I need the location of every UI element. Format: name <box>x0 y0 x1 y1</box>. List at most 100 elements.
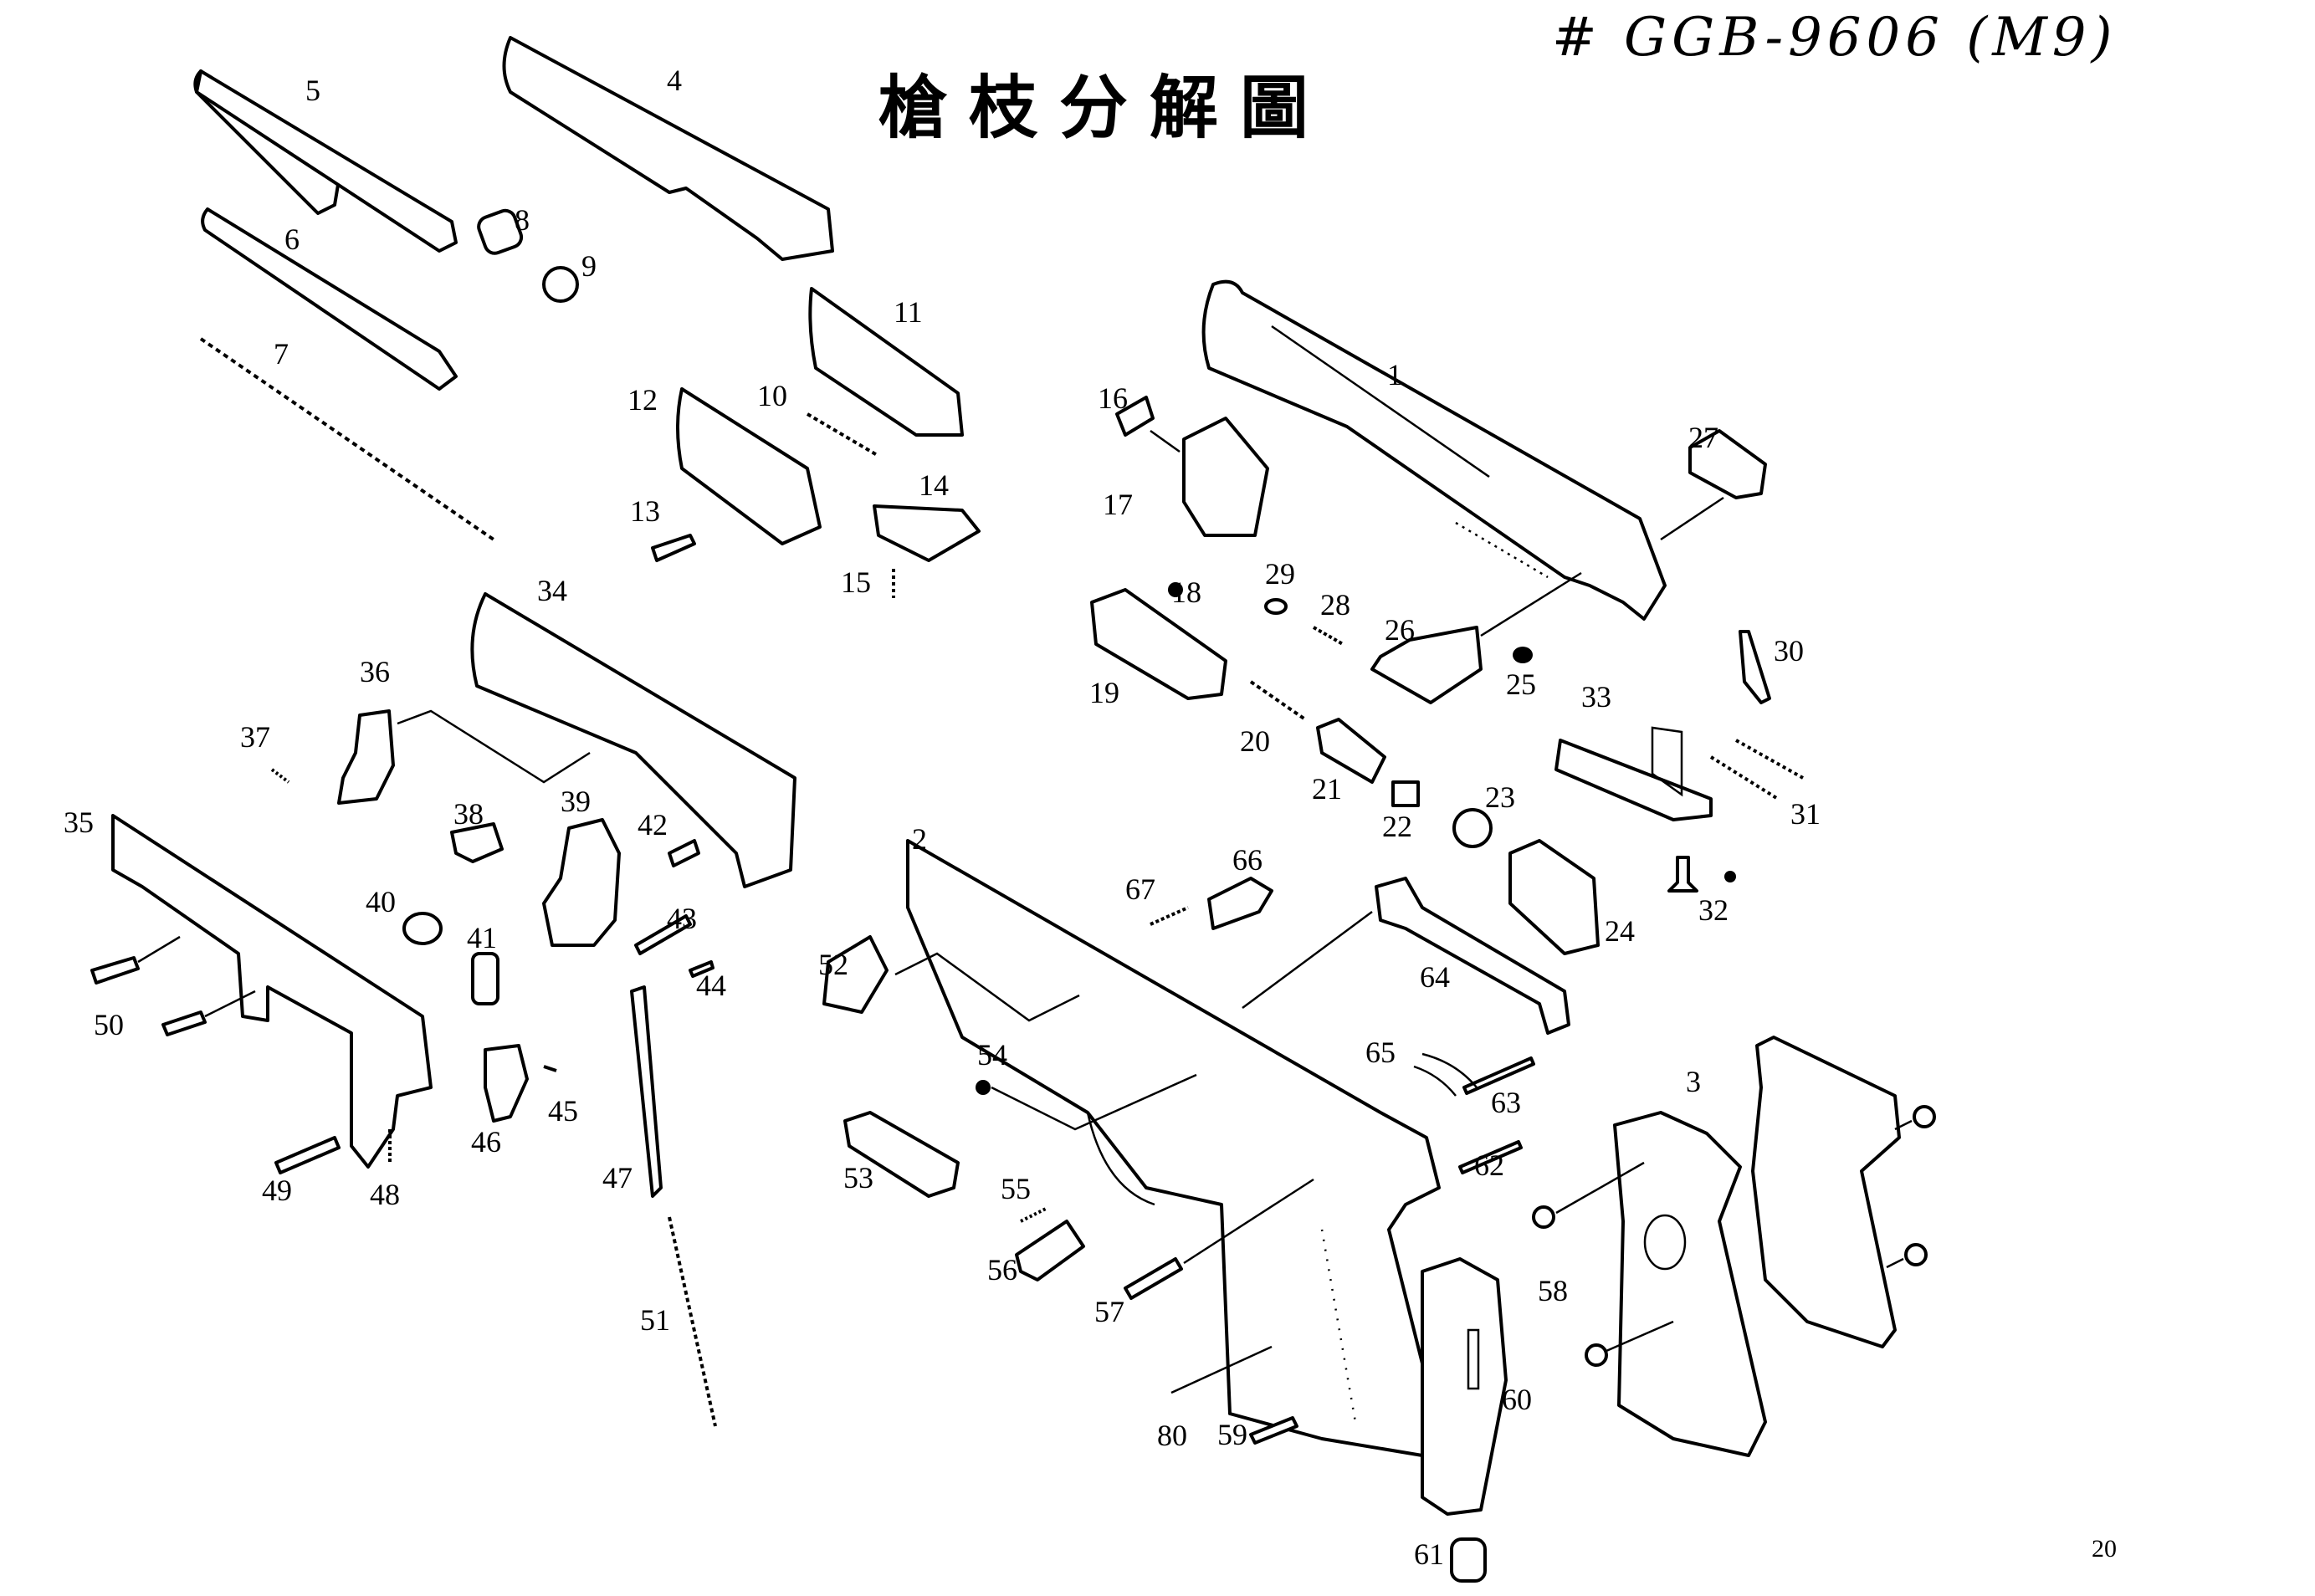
part-label-21: 21 <box>1312 772 1342 806</box>
part-61-magazine-base <box>1450 1537 1487 1583</box>
part-label-33: 33 <box>1581 680 1611 714</box>
part-label-41: 41 <box>467 921 497 954</box>
part-26-decocker <box>1370 626 1483 704</box>
part-29-plunger <box>1264 598 1288 615</box>
part-3-grip-left <box>1613 1111 1767 1457</box>
part-label-13: 13 <box>630 494 660 528</box>
part-44-pin <box>689 960 714 978</box>
part-49-screw <box>274 1136 341 1174</box>
part-label-51: 51 <box>640 1303 670 1337</box>
part-5-inner-barrel <box>193 69 458 253</box>
part-label-19: 19 <box>1089 676 1119 709</box>
part-34-hammer-housing <box>470 592 796 888</box>
part-label-47: 47 <box>602 1161 633 1194</box>
part-label-26: 26 <box>1385 613 1415 647</box>
part-59-pin <box>1249 1416 1298 1445</box>
part-label-44: 44 <box>696 969 726 1002</box>
part-28-spring <box>1313 626 1344 646</box>
part-label-3: 3 <box>1686 1065 1701 1098</box>
part-22-nut <box>1391 780 1420 807</box>
part-14-lever <box>873 504 981 562</box>
part-31-springs <box>1709 739 1804 801</box>
part-label-38: 38 <box>453 797 484 831</box>
part-label-16: 16 <box>1098 381 1128 415</box>
part-23-ring <box>1452 808 1493 848</box>
part-label-31: 31 <box>1790 797 1821 831</box>
part-label-36: 36 <box>360 655 390 688</box>
part-label-23: 23 <box>1485 780 1515 814</box>
part-label-20: 20 <box>1240 724 1270 758</box>
part-2-frame <box>906 839 1441 1457</box>
part-label-56: 56 <box>987 1253 1017 1287</box>
part-20-spring <box>1249 680 1307 721</box>
part-label-57: 57 <box>1094 1295 1124 1328</box>
part-57-screw <box>1124 1257 1183 1300</box>
part-33-bracket <box>1554 726 1713 821</box>
part-label-10: 10 <box>757 379 787 412</box>
part-label-45: 45 <box>548 1094 578 1128</box>
part-17-nozzle-housing <box>1182 417 1269 537</box>
part-1-slide <box>1201 279 1667 621</box>
part-27-rear-sight <box>1688 429 1767 499</box>
part-6-guide-rod <box>201 207 458 391</box>
part-label-6: 6 <box>284 223 300 256</box>
part-label-35: 35 <box>64 806 94 839</box>
part-label-5: 5 <box>305 74 320 107</box>
part-label-30: 30 <box>1774 634 1804 668</box>
part-32-screw <box>1667 856 1736 893</box>
part-label-2: 2 <box>912 822 927 856</box>
part-30-spring-plate <box>1739 630 1771 704</box>
part-label-54: 54 <box>977 1038 1007 1072</box>
part-label-39: 39 <box>561 785 591 818</box>
part-label-28: 28 <box>1320 588 1350 622</box>
part-39-hammer <box>542 818 621 947</box>
part-21-valve <box>1316 718 1386 784</box>
part-label-46: 46 <box>471 1125 501 1159</box>
part-label-1: 1 <box>1387 358 1402 391</box>
part-label-43: 43 <box>667 902 697 935</box>
part-51-hammer-spring <box>668 1216 717 1427</box>
part-42-pin <box>668 839 700 867</box>
part-41-bushing <box>471 952 499 1005</box>
part-label-15: 15 <box>841 565 871 599</box>
part-label-4: 4 <box>667 64 682 97</box>
part-label-37: 37 <box>240 720 270 754</box>
part-label-25: 25 <box>1506 668 1536 701</box>
part-label-12: 12 <box>627 383 658 417</box>
part-label-64: 64 <box>1420 960 1450 994</box>
part-40-spring <box>402 912 443 945</box>
part-54-spring <box>976 1080 991 1095</box>
part-12-chamber <box>676 387 822 545</box>
part-10-spring <box>806 412 880 458</box>
part-label-29: 29 <box>1265 557 1295 591</box>
part-24-valve-assembly <box>1508 839 1600 955</box>
part-9-cap <box>542 266 579 303</box>
part-66-pin <box>1207 877 1273 930</box>
part-label-66: 66 <box>1232 843 1262 877</box>
part-label-34: 34 <box>537 574 567 607</box>
part-52-safety-lever <box>822 935 889 1014</box>
part-11-hop-unit <box>808 287 964 437</box>
part-55-spring <box>1020 1207 1047 1223</box>
part-50-screws <box>90 956 207 1036</box>
part-label-63: 63 <box>1491 1086 1521 1119</box>
part-64-trigger-bar <box>1375 877 1570 1035</box>
part-label-24: 24 <box>1605 914 1635 948</box>
part-13-screw <box>651 534 696 562</box>
part-label-22: 22 <box>1382 810 1412 843</box>
part-67-spring <box>1150 906 1189 926</box>
part-label-55: 55 <box>1001 1172 1031 1205</box>
page-title: 槍枝分解圖 <box>878 69 1331 148</box>
part-label-49: 49 <box>262 1174 292 1207</box>
part-18-pin <box>1168 582 1183 597</box>
part-65-spring <box>1413 1052 1478 1097</box>
part-label-80: 80 <box>1157 1419 1187 1452</box>
part-43-pin <box>634 914 692 955</box>
part-38-pin-block <box>450 822 504 863</box>
part-label-61: 61 <box>1414 1537 1444 1571</box>
part-label-59: 59 <box>1217 1418 1247 1451</box>
part-53-slide-stop <box>843 1111 960 1198</box>
part-47-trigger-bar <box>630 985 663 1198</box>
part-label-42: 42 <box>638 808 668 841</box>
